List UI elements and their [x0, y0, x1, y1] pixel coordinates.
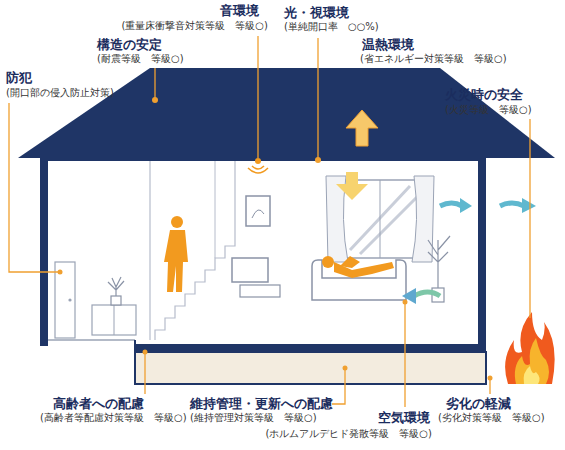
callout-title: 防犯: [6, 70, 32, 85]
reclining-person: [322, 256, 394, 278]
heat-arrow-down: [336, 172, 368, 200]
air-arrow: [414, 292, 440, 296]
callout-detail: (劣化対策等級 等級○): [438, 412, 545, 424]
callout-detail: (省エネルギー対策等級 等級○): [360, 53, 507, 65]
curtain-right: [412, 176, 434, 262]
cabinet-line: [114, 305, 115, 335]
tv: [232, 258, 268, 282]
foundation: [135, 352, 486, 384]
roof: [18, 68, 555, 158]
callout-title: 空気環境: [378, 410, 430, 425]
interior: [45, 158, 485, 346]
callout-detail: (開口部の侵入防止対策): [6, 87, 114, 99]
heat-arrow-up: [346, 110, 378, 146]
ceiling: [40, 156, 486, 161]
right-wall: [478, 156, 486, 376]
entrance-floor: [48, 339, 135, 341]
picture-frame: [246, 196, 270, 226]
callout-detail: (ホルムアルデヒド発散等級 等級○): [265, 428, 432, 440]
ventilation-arrows: [440, 203, 524, 206]
vent-head-2: [522, 198, 536, 213]
tv-stand: [240, 285, 280, 297]
callout-title: 維持管理・更新への配慮: [190, 396, 333, 411]
callout-detail: (高齢者等配慮対策等級 等級○): [40, 412, 187, 424]
callout-title: 劣化の軽減: [446, 396, 511, 411]
callout-title: 高齢者への配慮: [53, 396, 144, 411]
left-wall: [40, 156, 48, 346]
vent-head-1: [460, 198, 472, 213]
callout-title: 光・視環境: [284, 5, 349, 20]
picture: [252, 210, 264, 218]
plant: [108, 277, 124, 305]
sound-dot: [255, 158, 261, 164]
callout-detail: (単純開口率 ○○%): [284, 21, 379, 33]
callout-detail: (維持管理対策等級 等級○): [190, 412, 317, 424]
stairs: [155, 161, 235, 340]
leader-dots: [58, 97, 493, 381]
fire-inner: [524, 366, 540, 384]
handrail: [215, 161, 216, 258]
sound-waves: [248, 166, 268, 173]
callout-title: 火災時の安全: [445, 87, 523, 102]
callout-title: 構造の安定: [97, 37, 162, 52]
foundation-edge: [134, 340, 136, 384]
air-head: [402, 288, 416, 304]
callout-title: 音環境: [220, 3, 259, 18]
standing-person: [164, 216, 188, 292]
door-knob: [68, 298, 71, 301]
callout-detail: (火災等級 等級○): [445, 104, 532, 116]
fire-outer: [505, 312, 555, 384]
callout-detail: (耐震等級 等級○): [97, 53, 184, 65]
window-bar: [380, 180, 381, 258]
partition: [149, 161, 150, 340]
fire-mid: [515, 338, 549, 384]
cabinet: [92, 305, 136, 335]
door: [55, 262, 75, 338]
window-glare: [350, 186, 418, 254]
floor-slab: [135, 344, 486, 352]
callout-title: 温熱環境: [362, 37, 414, 52]
callout-detail: (重量床衝撃音対策等級 等級○): [121, 20, 268, 32]
